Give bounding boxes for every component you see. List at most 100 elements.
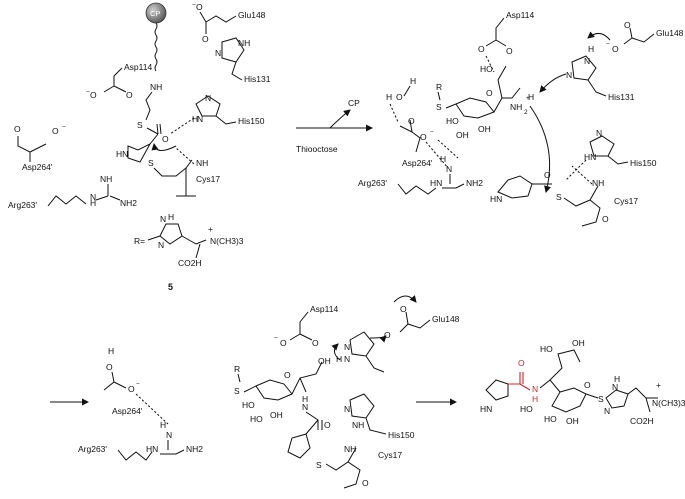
panel-attack: H O H R S O HO OH OH HO NH 2 + H Asp114 … [358,10,684,227]
svg-text:HO: HO [480,64,493,74]
glu-o: O [202,34,209,44]
svg-text:O: O [106,362,113,372]
svg-text:H: H [410,76,416,86]
svg-text:H: H [108,346,114,356]
asp264-o-1: O [14,124,21,134]
svg-text:HN: HN [430,178,442,188]
svg-text:+: + [656,380,661,390]
svg-text:NH2: NH2 [466,178,483,188]
cys17-label: Cys17 [196,174,220,184]
svg-text:OH: OH [456,130,469,140]
asp114-o-2: O [126,90,133,100]
svg-text:O: O [544,170,551,180]
his131-nh: NH [238,38,250,48]
svg-text:−: − [430,129,434,136]
panel-proton-transfer: H O O − Asp264' H N HN NH2 Arg263' Asp11… [50,295,460,489]
svg-text:+: + [208,224,213,234]
svg-text:HO: HO [540,344,553,354]
svg-text:HO: HO [544,414,557,424]
svg-text:−: − [136,381,140,388]
svg-text:N: N [166,430,172,440]
his131-label: His131 [244,74,271,84]
cys17-nh: NH [196,158,208,168]
svg-text:HN: HN [584,152,596,162]
svg-text:NH: NH [510,102,522,112]
his150-label-2: His150 [630,158,657,168]
svg-text:O: O [624,20,631,30]
svg-text:HO: HO [250,414,263,424]
cp-released: CP [348,98,360,108]
panel-product: HN O N H HO OH O HO HO OH S H N N + N(CH… [480,338,685,426]
svg-text:O: O [312,338,319,348]
svg-text:O: O [602,214,609,224]
his131-label-2: His131 [608,92,635,102]
svg-text:O: O [396,92,403,102]
svg-text:O: O [128,384,135,394]
svg-text:S: S [316,460,322,470]
svg-text:N: N [604,406,610,416]
his150-n2: N [197,114,203,124]
svg-text:NH: NH [592,178,604,188]
svg-text:OH: OH [478,124,491,134]
his150-n: N [205,93,211,103]
pro-nh: HN [116,149,128,159]
svg-text:OH: OH [566,416,579,426]
svg-text:OH: OH [318,356,331,366]
asp264-label-1: Asp264' [22,162,53,172]
svg-text:N: N [566,70,572,80]
svg-text:N: N [344,354,350,364]
svg-text:N: N [158,240,164,250]
arg263-label-3: Arg263' [78,444,107,454]
asp114-label-2: Asp114 [506,10,534,20]
svg-text:R: R [234,364,240,374]
svg-text:HN: HN [490,194,502,204]
arg-nh-1: H [90,198,96,208]
svg-text:NH: NH [344,444,356,454]
svg-text:O: O [612,44,619,54]
svg-text:OH: OH [572,338,585,348]
svg-text:H: H [588,44,594,54]
asp264-o-2: O [52,126,59,136]
svg-text:+: + [526,95,530,102]
svg-text:O: O [486,88,493,98]
glu-o-minus: O [196,2,203,12]
svg-text:O: O [518,358,525,368]
svg-text:CO2H: CO2H [630,416,654,426]
svg-text:N: N [612,382,618,392]
arg263-label-2: Arg263' [358,178,387,188]
step-arrow-1: CP Thiooctose [296,98,373,154]
svg-text:H: H [528,92,534,102]
svg-text:CO2H: CO2H [178,258,202,268]
svg-text:H: H [440,154,446,164]
svg-text:N: N [344,404,350,414]
svg-text:H: H [532,394,538,404]
svg-text:N: N [446,164,452,174]
svg-text:HO: HO [242,400,255,410]
arg263-label-1: Arg263' [8,200,37,210]
cp-label: CP [150,9,160,18]
svg-text:OH: OH [270,410,283,420]
svg-text:O: O [400,304,407,314]
r-def-label: R= [134,236,145,246]
svg-text:O: O [284,370,291,380]
svg-text:HO: HO [520,404,533,414]
glu148-label-2: Glu148 [656,28,684,38]
svg-text:O: O [408,116,415,126]
svg-text:NH: NH [352,420,364,430]
svg-text:N: N [532,384,538,394]
svg-text:O: O [506,46,513,56]
svg-text:S: S [436,102,442,112]
svg-text:−: − [606,41,610,48]
asp114-label-1: Asp114 [124,62,152,72]
glu148-label-3: Glu148 [432,314,460,324]
cys17-label-3: Cys17 [378,450,402,460]
arg-nh-2: NH [100,174,112,184]
carbonyl-o: O [162,134,169,144]
nh-label: NH [150,82,162,92]
r-sub: R [436,82,442,92]
ppant-arm [154,22,158,72]
svg-text:O: O [584,380,591,390]
svg-text:N: N [584,56,590,66]
svg-text:NH2: NH2 [186,444,203,454]
panel-cp-bound-substrate: CP NH S O HN N H N His150 S NH Cys17 O −… [8,2,271,292]
